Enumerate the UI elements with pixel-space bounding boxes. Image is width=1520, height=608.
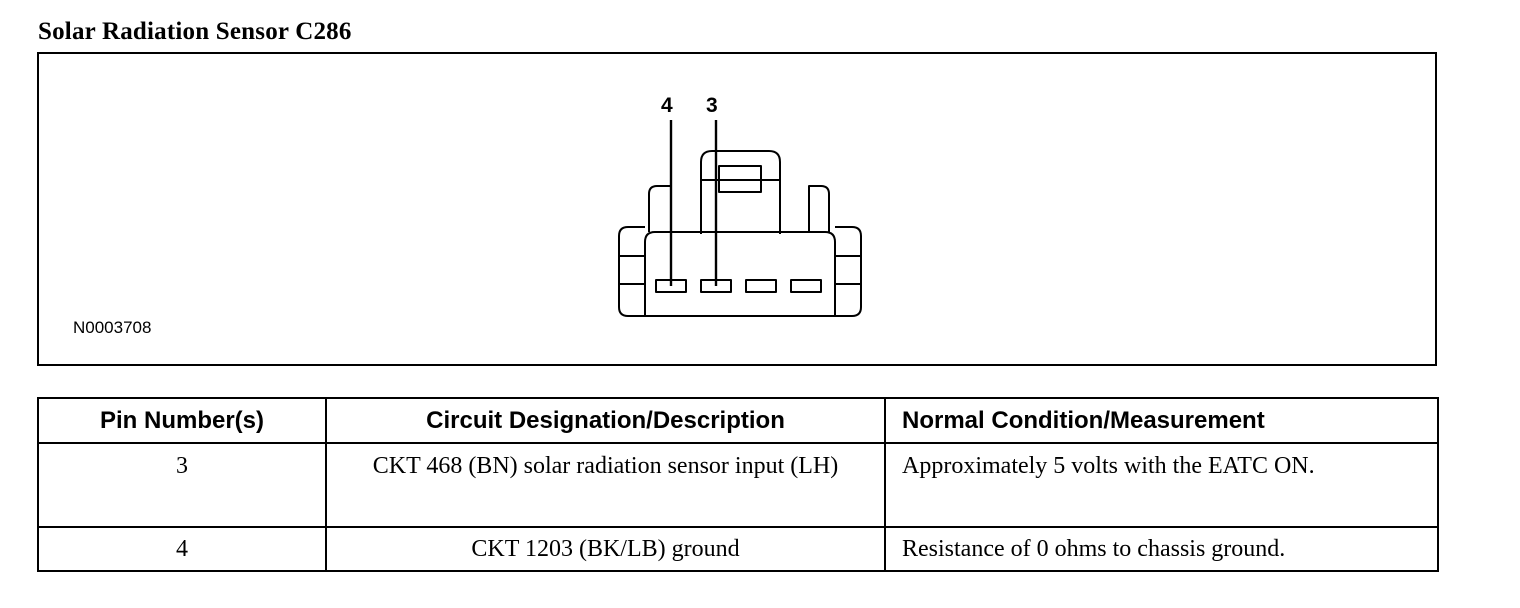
header-circuit: Circuit Designation/Description bbox=[325, 397, 886, 444]
connector-figure: 4 3 N0003708 bbox=[37, 52, 1437, 366]
connector-left-grip bbox=[618, 226, 645, 317]
cell-circuit: CKT 1203 (BK/LB) ground bbox=[325, 526, 886, 572]
cell-circuit: CKT 468 (BN) solar radiation sensor inpu… bbox=[325, 442, 886, 528]
cell-pin: 3 bbox=[37, 442, 327, 528]
pin-cavity-1 bbox=[790, 279, 822, 293]
table-row: 3 CKT 468 (BN) solar radiation sensor in… bbox=[37, 442, 1439, 528]
pin-cavity-2 bbox=[745, 279, 777, 293]
cell-pin: 4 bbox=[37, 526, 327, 572]
figure-id: N0003708 bbox=[73, 318, 152, 337]
connector-left-ear bbox=[648, 185, 672, 232]
table-header-row: Pin Number(s) Circuit Designation/Descri… bbox=[37, 397, 1439, 444]
connector-body bbox=[644, 231, 836, 317]
page-title: Solar Radiation Sensor C286 bbox=[38, 18, 352, 45]
cell-condition: Approximately 5 volts with the EATC ON. bbox=[884, 442, 1439, 528]
pin-label-4: 4 bbox=[661, 94, 673, 117]
pinout-table: Pin Number(s) Circuit Designation/Descri… bbox=[37, 397, 1439, 572]
connector-right-grip bbox=[835, 226, 862, 317]
header-pin-number: Pin Number(s) bbox=[37, 397, 327, 444]
connector-latch bbox=[700, 150, 781, 234]
connector-latch-inner bbox=[718, 165, 762, 193]
table-row: 4 CKT 1203 (BK/LB) ground Resistance of … bbox=[37, 526, 1439, 572]
connector-diagram bbox=[618, 120, 862, 317]
header-condition: Normal Condition/Measurement bbox=[884, 397, 1439, 444]
cell-condition: Resistance of 0 ohms to chassis ground. bbox=[884, 526, 1439, 572]
connector-right-ear bbox=[808, 185, 830, 232]
pin-label-3: 3 bbox=[706, 94, 718, 117]
